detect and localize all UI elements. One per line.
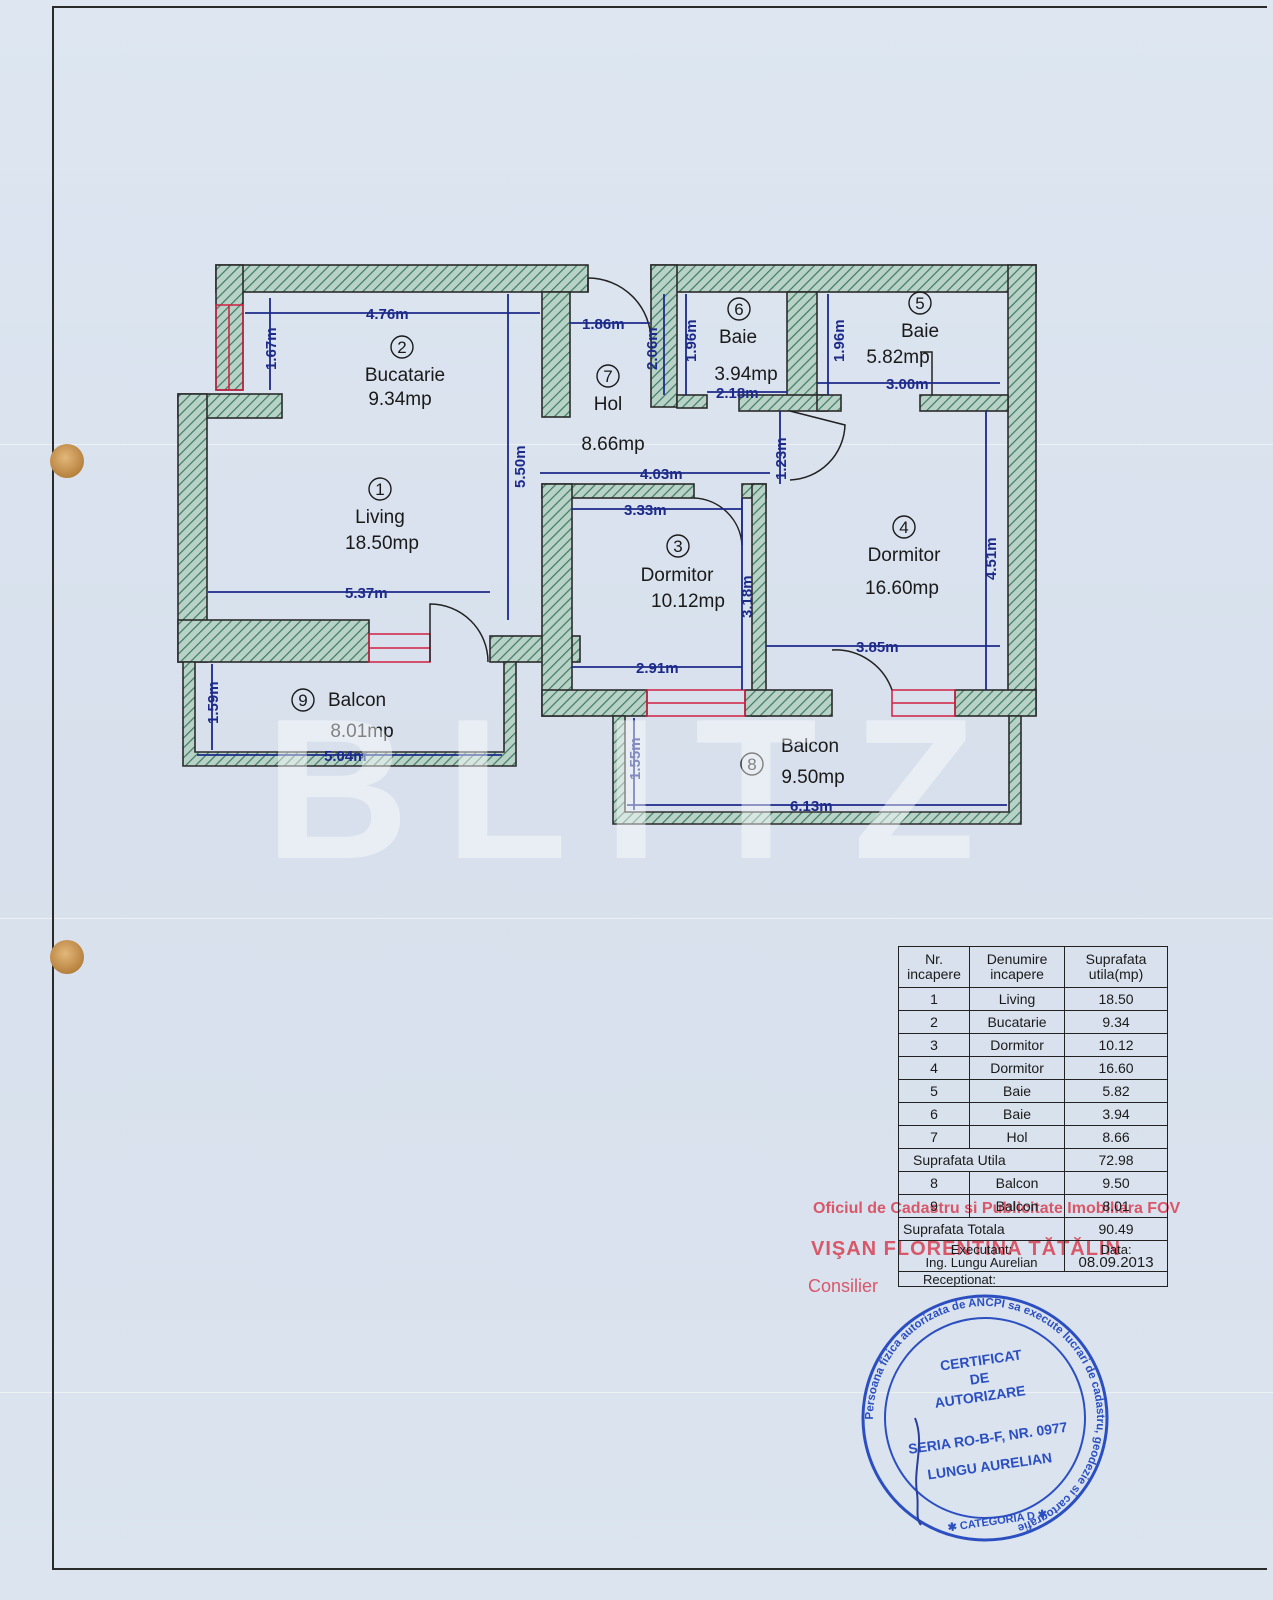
dim-6.13: 6.13m: [790, 798, 833, 815]
data-value: 08.09.2013: [1078, 1254, 1154, 1271]
room-number: 7: [603, 367, 612, 386]
room-area: 8.66mp: [581, 434, 644, 455]
room-name: Dormitor: [868, 545, 942, 566]
room-name: Balcon: [781, 736, 839, 757]
executant-row: Executant: Ing. Lungu Aurelian Data: 08.…: [897, 1240, 1168, 1272]
room-area: 9.50mp: [781, 767, 844, 788]
dim-1.96b: 1.96m: [831, 319, 848, 362]
area-table: Nr. incapere Denumire incapere Suprafata…: [897, 946, 1168, 1287]
room-name: Hol: [594, 394, 623, 415]
dim-5.04: 5.04m: [324, 748, 367, 765]
table-header: Denumire incapere: [969, 946, 1066, 988]
table-header: Suprafata utila(mp): [1064, 946, 1168, 988]
room-number: 4: [899, 518, 908, 537]
seal-ring-text: Persoana fizica autorizata de ANCPI sa e…: [855, 1293, 1115, 1543]
dim-2.18: 2.18m: [716, 385, 759, 402]
room-number: 9: [298, 691, 307, 710]
floor-plan: 4.76m 1.67m 5.50m 5.37m 1.86m 2.06m 1.96…: [177, 264, 1037, 825]
punch-hole: [50, 940, 84, 974]
watermark: BLITZ: [264, 678, 1012, 901]
svg-text:Persoana fizica autorizata de: Persoana fizica autorizata de ANCPI sa e…: [855, 1293, 1115, 1543]
room-area: 9.34mp: [368, 389, 431, 410]
dim-3.33: 3.33m: [624, 502, 667, 519]
fold-line: [0, 1392, 1273, 1393]
seal-text: AUTORIZARE: [934, 1382, 1027, 1411]
dim-1.86: 1.86m: [582, 316, 625, 333]
data-label: Data:: [1100, 1242, 1132, 1257]
dim-2.06: 2.06m: [644, 327, 661, 370]
authorization-seal: Persoana fizica autorizata de ANCPI sa e…: [855, 1293, 1115, 1543]
room-name: Living: [355, 507, 405, 528]
dim-5.50: 5.50m: [512, 445, 529, 488]
drawing-frame: [52, 6, 1267, 1570]
dim-4.51: 4.51m: [983, 537, 1000, 580]
receptionat-row: Receptionat:: [898, 1271, 1168, 1287]
room-area: 16.60mp: [865, 578, 939, 599]
dim-4.76: 4.76m: [366, 306, 409, 323]
dim-1.67: 1.67m: [263, 327, 280, 370]
room-area: 8.01mp: [330, 721, 393, 742]
windows: [215, 304, 956, 717]
room-area: 10.12mp: [651, 591, 725, 612]
room-number: 5: [915, 294, 924, 313]
dim-5.37: 5.37m: [345, 585, 388, 602]
signature-mark: [914, 1417, 922, 1526]
room-area: 18.50mp: [345, 533, 419, 554]
doors: [429, 277, 933, 691]
executant-name: Ing. Lungu Aurelian: [925, 1255, 1038, 1270]
dim-3.18: 3.18m: [739, 575, 756, 618]
room-number: 1: [375, 480, 384, 499]
room-name: Baie: [901, 321, 939, 342]
table-header: Nr. incapere: [897, 946, 971, 988]
room-number: 6: [734, 300, 743, 319]
room-name: Balcon: [328, 690, 386, 711]
punch-hole: [50, 444, 84, 478]
seal-text: LUNGU AURELIAN: [926, 1449, 1052, 1482]
room-name: Dormitor: [641, 565, 715, 586]
room-number: 2: [397, 338, 406, 357]
room-name: Baie: [719, 327, 757, 348]
dim-4.03: 4.03m: [640, 466, 683, 483]
dimension-lines: [197, 294, 1007, 810]
dim-2.91: 2.91m: [636, 660, 679, 677]
seal-text: DE: [969, 1369, 990, 1388]
room-area: 3.94mp: [714, 364, 777, 385]
dim-1.59: 1.59m: [205, 681, 222, 724]
fold-line: [0, 918, 1273, 919]
dimension-labels: 4.76m 1.67m 5.50m 5.37m 1.86m 2.06m 1.96…: [205, 306, 1000, 815]
dim-3.00: 3.00m: [886, 376, 929, 393]
executant-label: Executant:: [950, 1242, 1013, 1257]
red-stamp-line: Consilier: [808, 1276, 879, 1296]
room-area: 5.82mp: [866, 347, 929, 368]
room-name: Bucatarie: [365, 365, 445, 386]
dim-1.23: 1.23m: [773, 437, 790, 480]
dim-3.85: 3.85m: [856, 639, 899, 656]
room-number: 8: [747, 755, 756, 774]
dim-1.96a: 1.96m: [683, 319, 700, 362]
room-labels: 2 Bucatarie 9.34mp 1 Living 18.50mp 7 Ho…: [291, 291, 942, 788]
room-number: 3: [673, 537, 682, 556]
fold-line: [0, 444, 1273, 445]
dim-1.55: 1.55m: [627, 737, 644, 780]
